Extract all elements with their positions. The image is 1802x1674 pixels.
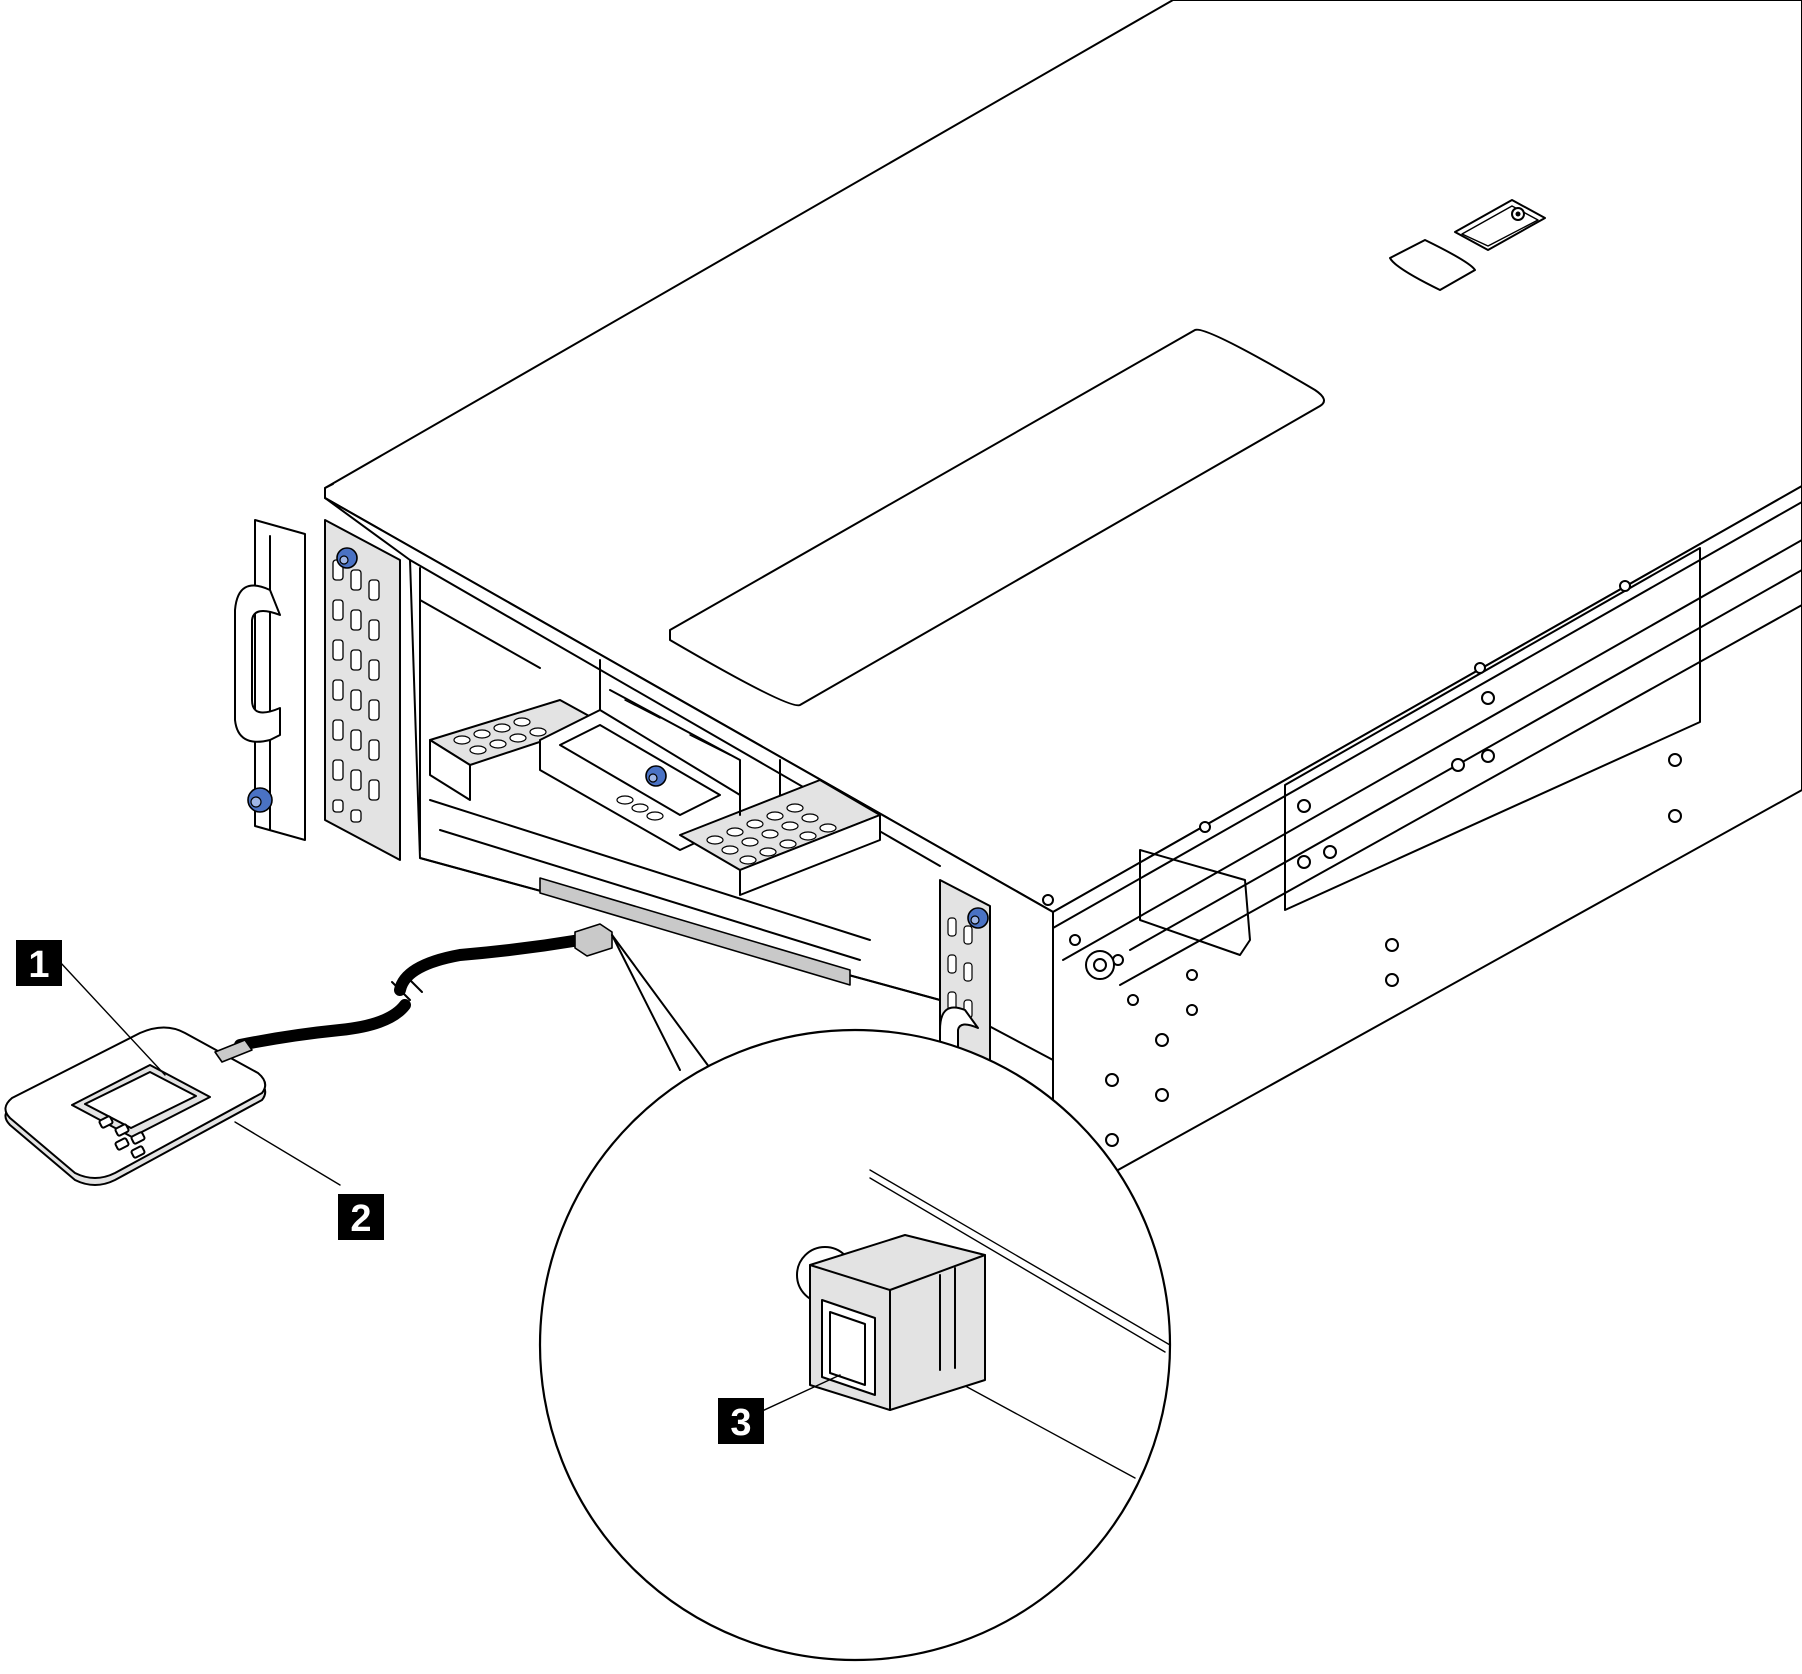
side-screws [1105,580,1682,1147]
callout-3: 3 [718,1398,764,1444]
center-module-bay [419,567,881,986]
svg-text:1: 1 [28,944,49,986]
callout-1: 1 [16,940,62,986]
svg-text:3: 3 [730,1402,751,1444]
left-handle [234,584,281,743]
side-mounting-plate [1284,547,1701,911]
top-vent-panel [669,328,1325,707]
callout-leaders [59,961,841,1413]
left-rack-ear [234,519,306,841]
detail-magnifier [538,934,1172,1662]
svg-text:2: 2 [350,1198,371,1240]
cable-plug [574,923,613,957]
left-vent-grid [324,519,401,861]
callout-2: 2 [338,1194,384,1240]
chassis-right-side [1052,485,1802,1181]
top-label-square [1389,239,1476,291]
external-lcd-handset[interactable] [4,1026,267,1186]
handset-buttons[interactable] [98,1115,146,1159]
lcd-cable [234,923,613,1051]
detail-usb-connector [809,1234,986,1411]
top-latch [1454,199,1546,251]
